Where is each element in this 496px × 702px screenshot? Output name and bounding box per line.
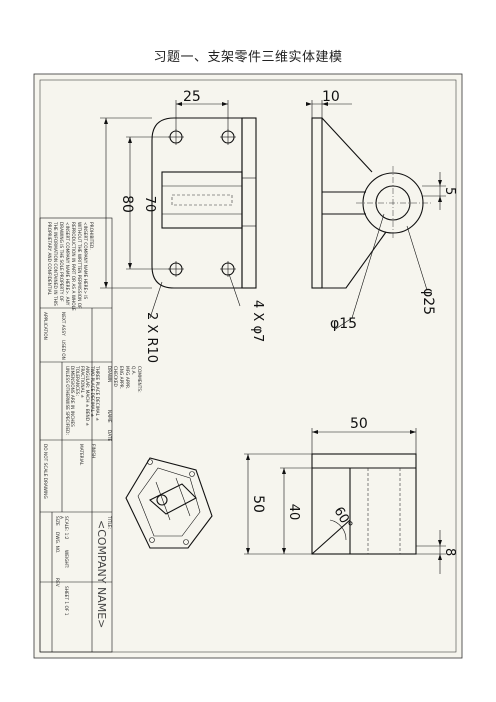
svg-text:MATERIAL: MATERIAL <box>78 444 84 466</box>
tolerance-notes: UNLESS OTHERWISE SPECIFIED: DIMENSIONS A… <box>64 365 100 435</box>
front-view <box>100 100 257 319</box>
svg-text:REV: REV <box>54 578 60 587</box>
document-title: 习题一、支架零件三维实体建模 <box>153 50 343 65</box>
dim-top-inner-height: 40 <box>286 504 301 521</box>
svg-text:APPLICATION: APPLICATION <box>42 312 48 340</box>
svg-text:FINISH: FINISH <box>90 444 96 458</box>
svg-text:PROHIBITED.: PROHIBITED. <box>88 222 94 250</box>
svg-text:DATE: DATE <box>106 430 112 441</box>
svg-text:FRACTIONAL ±: FRACTIONAL ± <box>79 366 85 398</box>
do-not-scale: DO NOT SCALE DRAWING <box>42 444 48 499</box>
top-view <box>244 428 446 574</box>
application-block: APPLICATION NEXT ASSY USED ON <box>42 312 66 360</box>
isometric-view <box>125 457 213 549</box>
dim-top-width: 50 <box>350 416 368 432</box>
svg-text:DRAWING IS THE SOLE PROPERTY O: DRAWING IS THE SOLE PROPERTY OF <box>58 222 64 302</box>
dim-top-height: 50 <box>250 495 266 513</box>
svg-text:NAME: NAME <box>106 410 112 423</box>
svg-text:SHEET 1 OF 1: SHEET 1 OF 1 <box>63 586 69 616</box>
dim-front-height-total: 80 <box>119 195 135 213</box>
sheet-outer-border <box>33 73 463 659</box>
svg-text:SIZE: SIZE <box>54 516 60 526</box>
side-view <box>306 100 446 331</box>
svg-text:UNLESS OTHERWISE SPECIFIED:: UNLESS OTHERWISE SPECIFIED: <box>64 366 70 435</box>
dim-side-offset: 5 <box>442 187 457 195</box>
svg-text:COMMENTS:: COMMENTS: <box>136 366 142 393</box>
svg-text:WEIGHT:: WEIGHT: <box>63 550 69 568</box>
dim-front-width: 25 <box>183 89 201 105</box>
svg-text:PROPRIETARY AND CONFIDENTIAL: PROPRIETARY AND CONFIDENTIAL <box>46 222 52 296</box>
svg-text:SCALE: 1:2: SCALE: 1:2 <box>63 516 69 540</box>
dim-front-height-inner: 70 <box>142 196 157 213</box>
svg-text:USED ON: USED ON <box>60 340 66 360</box>
sheet-info: SIZE A DWG. NO. REV SCALE: 1:2 WEIGHT: S… <box>54 516 69 616</box>
dim-side-thickness: 10 <box>322 89 340 105</box>
svg-text:DRAWN: DRAWN <box>106 366 112 382</box>
svg-text:MFG APPR.: MFG APPR. <box>124 366 130 389</box>
svg-text:CHECKED: CHECKED <box>112 366 118 387</box>
svg-text:TOLERANCES:: TOLERANCES: <box>74 365 80 396</box>
dim-top-thickness: 8 <box>442 548 457 556</box>
approval-block: DRAWN CHECKED ENG APPR. MFG APPR. Q.A. C… <box>106 366 142 441</box>
svg-text:NEXT ASSY: NEXT ASSY <box>60 312 66 336</box>
svg-text:ENG APPR.: ENG APPR. <box>118 366 124 389</box>
dim-side-inner-dia: φ15 <box>330 316 357 332</box>
material-finish: MATERIAL FINISH <box>78 444 96 466</box>
title-label: TITLE: <box>106 515 112 529</box>
dim-holes: 4 X φ7 <box>250 300 265 342</box>
svg-text:THREE PLACE DECIMAL ±: THREE PLACE DECIMAL ± <box>94 365 100 421</box>
svg-text:ANGULAR: MACH ± BEND ±: ANGULAR: MACH ± BEND ± <box>84 366 90 426</box>
title-block <box>39 217 113 653</box>
svg-text:<INSERT COMPANY NAME HERE> IS: <INSERT COMPANY NAME HERE> IS <box>82 222 88 300</box>
svg-text:TWO PLACE DECIMAL ±: TWO PLACE DECIMAL ± <box>89 365 95 417</box>
dim-side-outer-dia: φ25 <box>420 288 436 315</box>
svg-text:THE INFORMATION CONTAINED IN T: THE INFORMATION CONTAINED IN THIS <box>52 221 58 306</box>
svg-text:WITHOUT THE WRITTEN PERMISSION: WITHOUT THE WRITTEN PERMISSION OF <box>76 222 82 309</box>
svg-text:Q.A.: Q.A. <box>130 366 136 375</box>
svg-text:A: A <box>58 516 64 519</box>
dim-fillet: 2 X R10 <box>144 312 159 363</box>
svg-text:DIMENSIONS ARE IN INCHES: DIMENSIONS ARE IN INCHES <box>69 366 75 427</box>
proprietary-notice: PROPRIETARY AND CONFIDENTIAL THE INFORMA… <box>46 221 94 311</box>
svg-text:REPRODUCTION IN PART OR AS A W: REPRODUCTION IN PART OR AS A WHOLE <box>70 222 76 311</box>
svg-text:<INSERT COMPANY NAME HERE>. AN: <INSERT COMPANY NAME HERE>. ANY <box>64 222 70 306</box>
svg-text:DWG. NO.: DWG. NO. <box>54 532 60 553</box>
company-name: <COMPANY NAME> <box>95 520 108 628</box>
